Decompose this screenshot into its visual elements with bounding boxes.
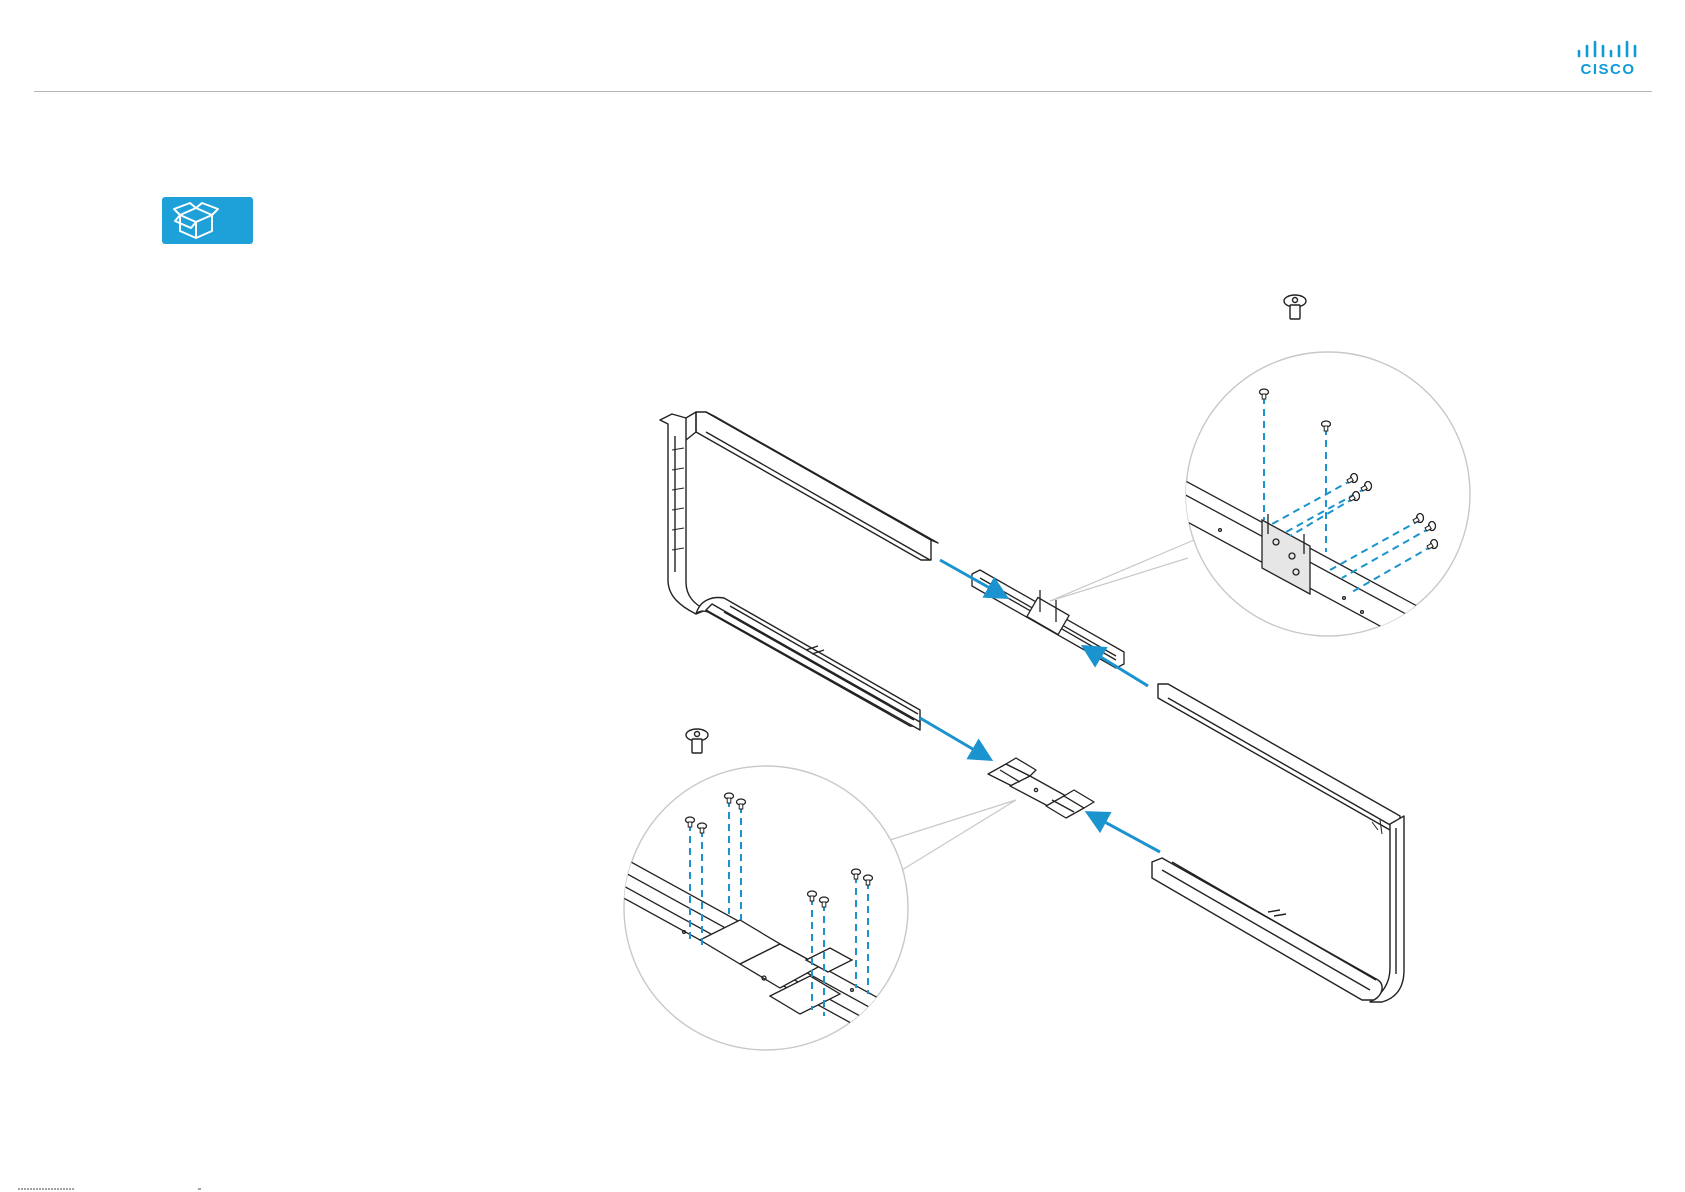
- bottom-connector-bracket: [988, 758, 1094, 818]
- flat-head-screw-icon: [1284, 295, 1306, 319]
- frame-section-left: [660, 412, 938, 730]
- frame-section-right: [1152, 684, 1404, 1002]
- footer-marks: [0, 1186, 210, 1192]
- callout-detail-bottom: [620, 766, 1016, 1050]
- callout-detail-top: [1050, 352, 1480, 680]
- flat-head-screw-icon: [686, 729, 708, 753]
